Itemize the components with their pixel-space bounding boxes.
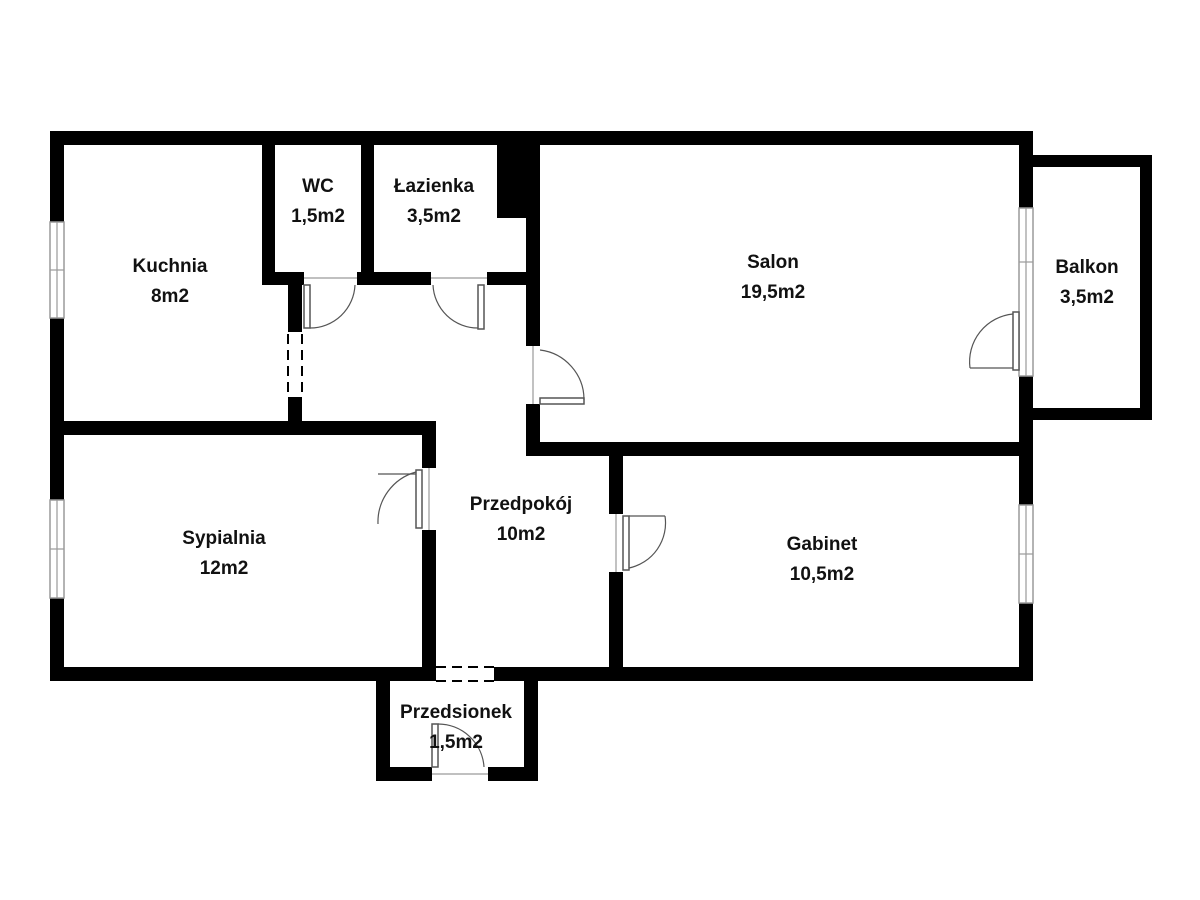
- wall-kuchnia-hall-upper: [288, 272, 302, 332]
- window-gabinet: [1018, 504, 1034, 604]
- opening-przedpokoj-przedsionek: [436, 666, 494, 682]
- wall-balkon-right: [1140, 155, 1152, 420]
- room-area: 19,5m2: [740, 282, 806, 303]
- room-name: Salon: [747, 252, 799, 273]
- wall-przedsionek-bottom-left: [376, 767, 432, 781]
- wall-balkon-top: [1033, 155, 1152, 167]
- wall-wc-bottom-left: [288, 272, 304, 285]
- wall-kuchnia-hall-lower: [288, 397, 302, 423]
- room-lazienka: Łazienka 3,5m2: [394, 172, 474, 232]
- room-name: Przedsionek: [400, 702, 512, 723]
- room-name: Łazienka: [393, 176, 475, 197]
- room-salon: Salon 19,5m2: [741, 248, 805, 308]
- door-sypialnia[interactable]: [377, 468, 436, 530]
- window-kuchnia: [49, 221, 65, 319]
- room-wc: WC 1,5m2: [291, 172, 345, 232]
- room-area: 12m2: [199, 558, 249, 579]
- room-name: WC: [302, 176, 334, 197]
- window-salon-balkon: [1018, 207, 1034, 377]
- wall-bottom-right: [494, 667, 1033, 681]
- door-wc[interactable]: [303, 272, 357, 329]
- room-sypialnia: Sypialnia 12m2: [182, 524, 265, 584]
- wall-przedsionek-left: [376, 681, 390, 781]
- room-area: 1,5m2: [429, 732, 483, 753]
- room-area: 3,5m2: [407, 206, 461, 227]
- wall-bottom-left: [50, 667, 436, 681]
- room-area: 1,5m2: [291, 206, 345, 227]
- wall-sypialnia-top: [50, 421, 436, 435]
- room-area: 3,5m2: [1060, 287, 1114, 308]
- room-name: Kuchnia: [132, 256, 208, 277]
- room-area: 8m2: [150, 286, 190, 307]
- wall-salon-left-lower: [526, 404, 540, 454]
- wall-wc-lazienka: [361, 145, 374, 285]
- room-name: Przedpokój: [469, 494, 573, 515]
- room-name: Gabinet: [786, 534, 858, 555]
- wall-kuchnia-wc: [262, 145, 275, 285]
- opening-kuchnia-przedpokoj: [287, 334, 303, 396]
- room-area: 10m2: [496, 524, 546, 545]
- wall-przedsionek-bottom-right: [488, 767, 538, 781]
- wall-top: [50, 131, 1033, 145]
- room-area: 10,5m2: [789, 564, 855, 585]
- wall-salon-left-upper: [526, 131, 540, 346]
- wall-salon-bottom: [526, 442, 1033, 456]
- room-balkon: Balkon 3,5m2: [1055, 253, 1118, 313]
- wall-przedsionek-right: [524, 681, 538, 781]
- wall-sypialnia-right-lower: [422, 530, 436, 681]
- room-przedpokoj: Przedpokój 10m2: [470, 490, 572, 550]
- room-przedsionek: Przedsionek 1,5m2: [400, 698, 512, 758]
- room-name: Sypialnia: [182, 528, 266, 549]
- door-entrance[interactable]: [431, 723, 488, 781]
- wall-gabinet-left-lower: [609, 572, 623, 681]
- room-gabinet: Gabinet 10,5m2: [787, 530, 858, 590]
- wall-sypialnia-right-upper: [422, 421, 436, 468]
- door-gabinet[interactable]: [609, 514, 667, 572]
- room-name: Balkon: [1055, 257, 1119, 278]
- door-salon[interactable]: [526, 346, 585, 405]
- door-balkon[interactable]: [969, 311, 1020, 371]
- windows: [49, 207, 1034, 604]
- door-lazienka[interactable]: [431, 272, 487, 330]
- wall-gabinet-left-upper: [609, 456, 623, 514]
- openings: [287, 334, 494, 682]
- window-sypialnia: [49, 499, 65, 599]
- wall-lazienka-bottom-left: [361, 272, 431, 285]
- walls: [50, 131, 1152, 781]
- room-kuchnia: Kuchnia 8m2: [133, 252, 208, 312]
- doors: [303, 272, 1020, 781]
- wall-balkon-bottom: [1033, 408, 1152, 420]
